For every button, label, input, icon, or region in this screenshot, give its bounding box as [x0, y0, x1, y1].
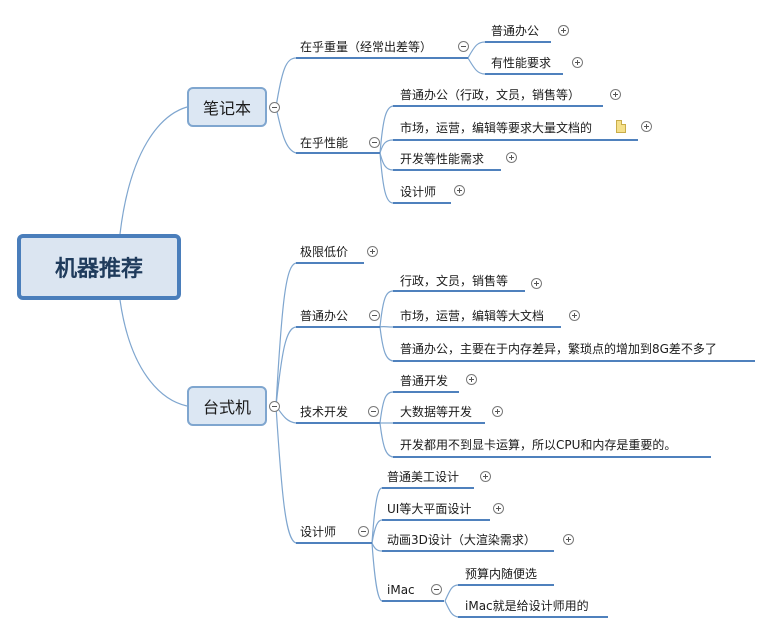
branch-underline [296, 422, 380, 424]
plus-circle-icon[interactable] [480, 471, 491, 482]
topic-tech-dev[interactable]: 普通开发 [400, 374, 449, 388]
plus-circle-icon[interactable] [610, 89, 621, 100]
branch-underline [393, 290, 525, 292]
topic-designer-art[interactable]: 普通美工设计 [387, 470, 460, 484]
branch-underline [393, 139, 638, 141]
topic-tech-note[interactable]: 开发都用不到显卡运算，所以CPU和内存是重要的。 [400, 438, 677, 452]
branch-underline [393, 456, 711, 458]
topic-office-marketing[interactable]: 市场，运营，编辑等大文档 [400, 309, 545, 323]
plus-circle-icon[interactable] [493, 503, 504, 514]
minus-circle-icon[interactable] [431, 584, 442, 595]
minus-circle-icon[interactable] [269, 401, 280, 412]
topic-laptop-performance[interactable]: 在乎性能 [300, 136, 349, 150]
branch-underline [485, 73, 563, 75]
topic-laptop-weight[interactable]: 在乎重量（经常出差等） [300, 40, 433, 54]
branch-underline [393, 326, 561, 328]
topic-imac-budget[interactable]: 预算内随便选 [465, 567, 538, 581]
topic-designer-ui[interactable]: UI等大平面设计 [387, 502, 472, 516]
topic-designer-3d[interactable]: 动画3D设计（大渲染需求） [387, 533, 536, 547]
topic-office-memory[interactable]: 普通办公，主要在于内存差异，繁琐点的增加到8G差不多了 [400, 342, 717, 356]
topic-perf-dev[interactable]: 开发等性能需求 [400, 152, 485, 166]
branch-underline [382, 550, 554, 552]
branch-underline [393, 422, 485, 424]
branch-underline [296, 326, 380, 328]
branch-underline [458, 616, 608, 618]
minus-circle-icon[interactable] [458, 41, 469, 52]
minus-circle-icon[interactable] [368, 406, 379, 417]
topic-weight-performance[interactable]: 有性能要求 [491, 56, 552, 70]
branch-underline [458, 584, 554, 586]
minus-circle-icon[interactable] [369, 137, 380, 148]
minus-circle-icon[interactable] [369, 310, 380, 321]
branch-underline [296, 57, 468, 59]
topic-laptop[interactable]: 笔记本 [187, 87, 267, 127]
branch-underline [393, 169, 501, 171]
plus-circle-icon[interactable] [558, 25, 569, 36]
topic-office-admin[interactable]: 行政，文员，销售等 [400, 274, 509, 288]
plus-circle-icon[interactable] [492, 406, 503, 417]
minus-circle-icon[interactable] [269, 102, 280, 113]
branch-underline [382, 600, 444, 602]
branch-underline [485, 41, 551, 43]
topic-desktop-designer[interactable]: 设计师 [300, 525, 337, 539]
minus-circle-icon[interactable] [358, 526, 369, 537]
branch-underline [393, 202, 451, 204]
branch-underline [296, 262, 364, 264]
topic-designer-imac[interactable]: iMac [387, 583, 415, 597]
plus-circle-icon[interactable] [367, 246, 378, 257]
topic-perf-office[interactable]: 普通办公（行政，文员，销售等） [400, 88, 581, 102]
topic-tech-bigdata[interactable]: 大数据等开发 [400, 405, 473, 419]
branch-underline [393, 360, 755, 362]
branch-underline [393, 105, 603, 107]
topic-weight-office[interactable]: 普通办公 [491, 24, 540, 38]
branch-underline [382, 519, 490, 521]
branch-underline [393, 391, 459, 393]
branch-underline [296, 152, 380, 154]
plus-circle-icon[interactable] [466, 374, 477, 385]
topic-desktop-tech[interactable]: 技术开发 [300, 405, 349, 419]
topic-desktop[interactable]: 台式机 [187, 386, 267, 426]
topic-imac-designers[interactable]: iMac就是给设计师用的 [465, 599, 589, 613]
branch-underline [382, 487, 474, 489]
note-icon[interactable] [616, 120, 626, 133]
plus-circle-icon[interactable] [569, 310, 580, 321]
topic-perf-marketing[interactable]: 市场，运营，编辑等要求大量文档的 [400, 121, 593, 135]
plus-circle-icon[interactable] [506, 152, 517, 163]
plus-circle-icon[interactable] [641, 121, 652, 132]
plus-circle-icon[interactable] [563, 534, 574, 545]
branch-underline [296, 542, 372, 544]
plus-circle-icon[interactable] [454, 185, 465, 196]
topic-desktop-budget[interactable]: 极限低价 [300, 245, 349, 259]
root-topic[interactable]: 机器推荐 [17, 234, 181, 300]
topic-perf-designer[interactable]: 设计师 [400, 185, 437, 199]
topic-desktop-office[interactable]: 普通办公 [300, 309, 349, 323]
plus-circle-icon[interactable] [572, 57, 583, 68]
plus-circle-icon [558, 25, 569, 36]
plus-circle-icon[interactable] [531, 278, 542, 289]
